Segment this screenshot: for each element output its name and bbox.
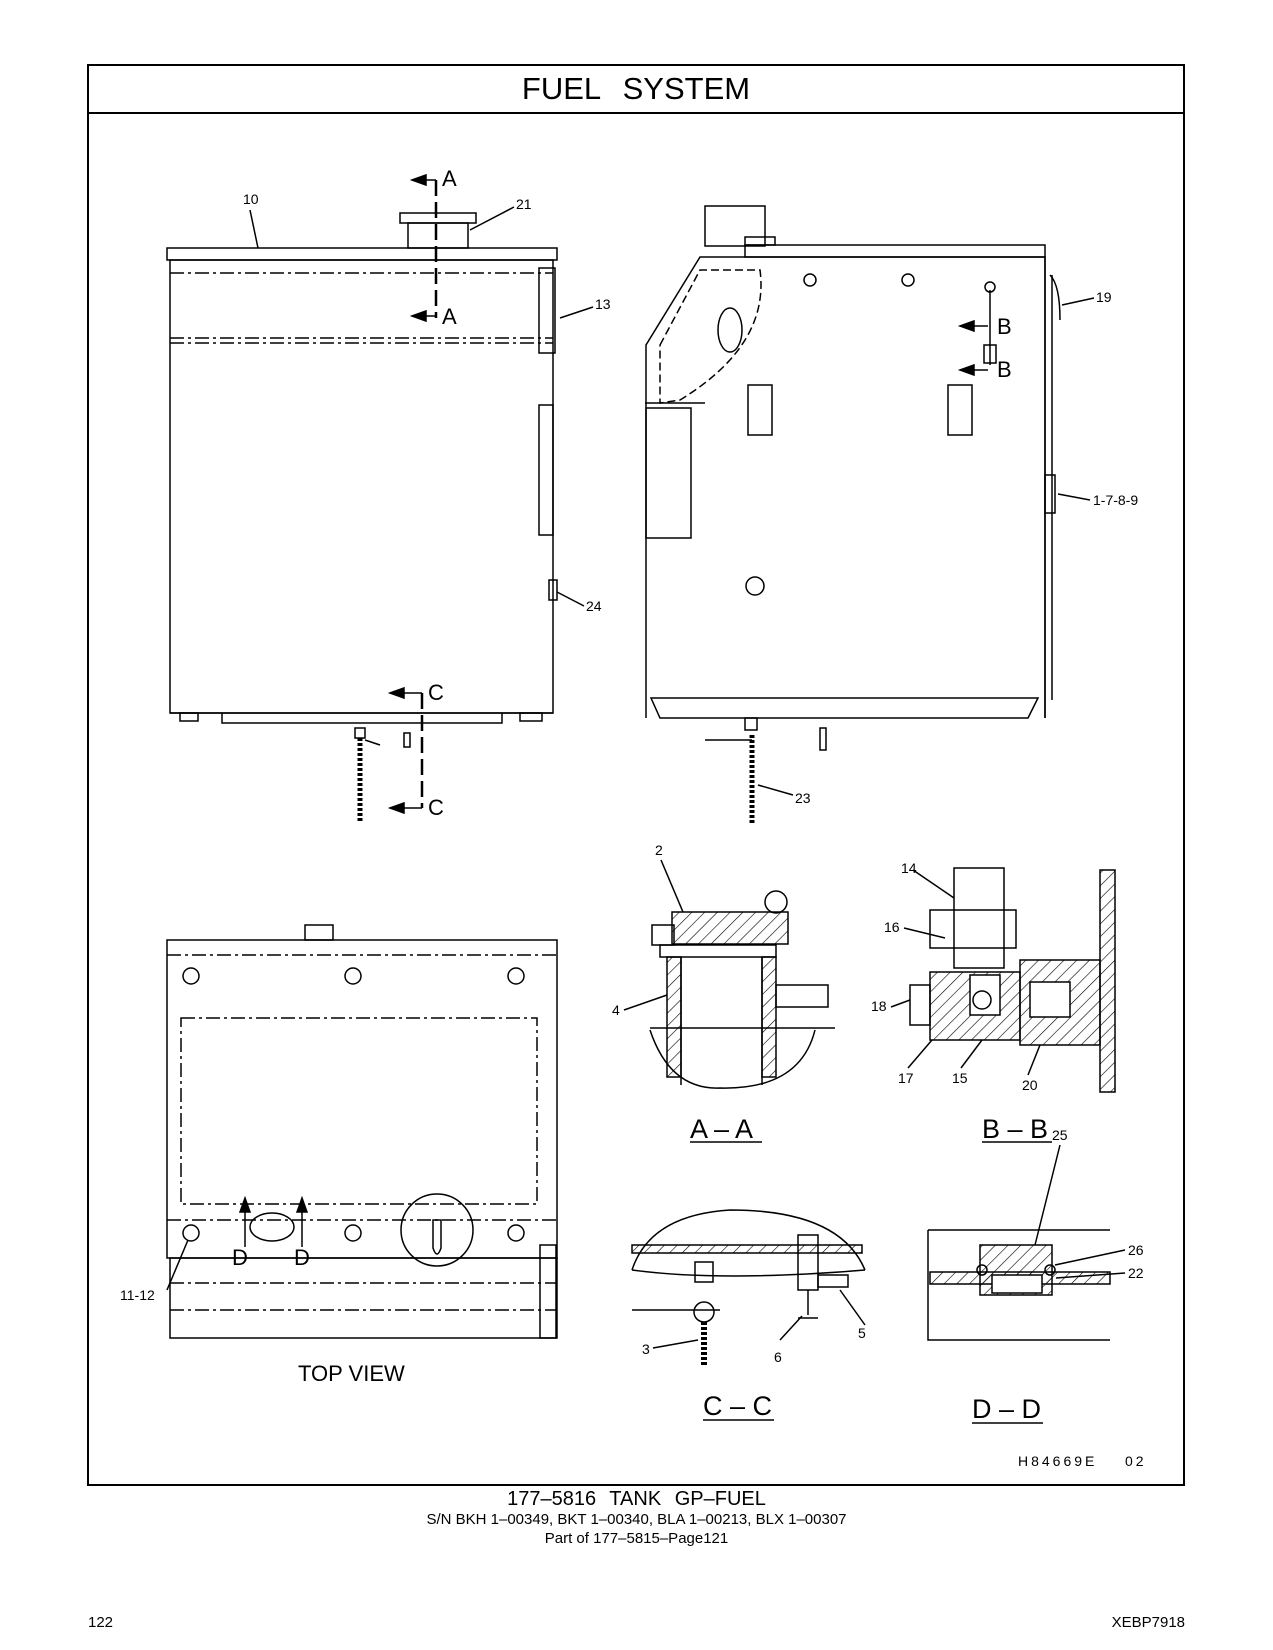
section-bb xyxy=(890,867,1116,1093)
callout-20: 20 xyxy=(1022,1077,1038,1093)
drawing-code: H84669E 02 xyxy=(1018,1453,1147,1469)
section-mark-a-top: A xyxy=(442,166,457,191)
callout-11-12: 11-12 xyxy=(120,1287,155,1303)
section-mark-a-bottom: A xyxy=(442,304,457,329)
figure-frame: FUEL SYSTEM xyxy=(87,64,1185,1486)
callout-21: 21 xyxy=(516,196,532,212)
callout-19: 19 xyxy=(1096,289,1112,305)
view-title-aa: A – A xyxy=(690,1114,753,1144)
callout-14: 14 xyxy=(901,860,917,876)
callout-17: 17 xyxy=(898,1070,914,1086)
callout-15: 15 xyxy=(952,1070,968,1086)
callout-6: 6 xyxy=(774,1349,782,1365)
section-mark-d-right: D xyxy=(294,1245,310,1270)
caption-part: 177–5816 TANK GP–FUEL xyxy=(507,1488,766,1510)
document-id: XEBP7918 xyxy=(1111,1614,1185,1631)
view-title-top-view: TOP VIEW xyxy=(298,1361,405,1386)
callout-25: 25 xyxy=(1052,1127,1068,1143)
figure-title: FUEL SYSTEM xyxy=(89,66,1183,114)
caption-part-of: Part of 177–5815–Page121 xyxy=(544,1530,729,1547)
caption-serials: S/N BKH 1–00349, BKT 1–00340, BLA 1–0021… xyxy=(426,1511,847,1528)
callout-4: 4 xyxy=(612,1002,620,1018)
callout-5: 5 xyxy=(858,1325,866,1341)
view-title-dd: D – D xyxy=(972,1394,1041,1424)
callout-3: 3 xyxy=(642,1341,650,1357)
section-cc xyxy=(631,1209,866,1365)
front-view xyxy=(166,173,594,823)
callout-23: 23 xyxy=(795,790,811,806)
section-mark-b-top: B xyxy=(997,314,1012,339)
section-mark-c-top: C xyxy=(428,680,444,705)
view-title-bb: B – B xyxy=(982,1114,1048,1144)
callout-22: 22 xyxy=(1128,1265,1144,1281)
section-mark-b-bottom: B xyxy=(997,357,1012,382)
callout-26: 26 xyxy=(1128,1242,1144,1258)
top-view xyxy=(166,924,558,1339)
callout-16: 16 xyxy=(884,919,900,935)
view-title-cc: C – C xyxy=(703,1391,772,1421)
section-mark-c-bottom: C xyxy=(428,795,444,820)
page-number: 122 xyxy=(88,1614,114,1631)
section-aa xyxy=(623,859,835,1089)
callout-1-7-8-9: 1-7-8-9 xyxy=(1093,492,1138,508)
side-view xyxy=(645,205,1095,823)
callout-2: 2 xyxy=(655,842,663,858)
callout-10: 10 xyxy=(243,191,259,207)
section-mark-d-left: D xyxy=(232,1245,248,1270)
callout-13: 13 xyxy=(595,296,611,312)
section-dd xyxy=(927,1144,1126,1341)
callout-18: 18 xyxy=(871,998,887,1014)
callout-24: 24 xyxy=(586,598,602,614)
